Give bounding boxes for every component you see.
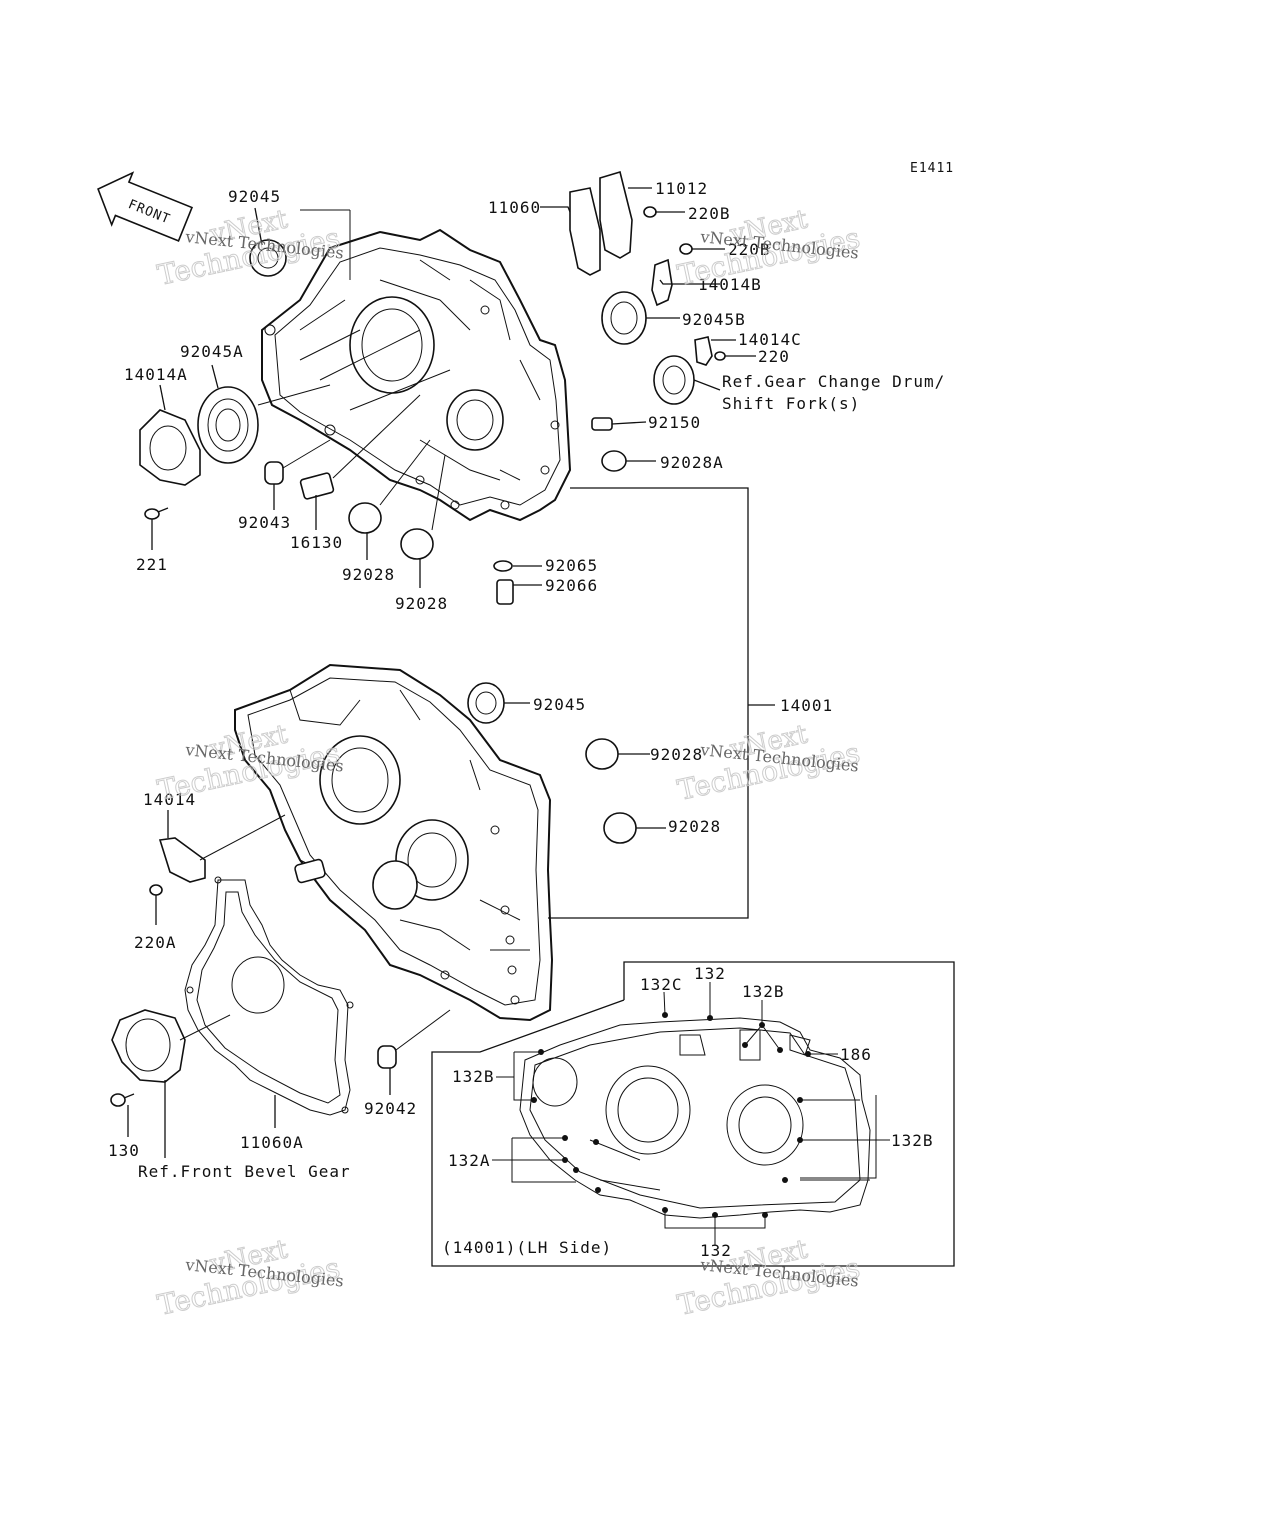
bolt-221: [144, 507, 169, 520]
bearing-92045-mid: [467, 682, 505, 724]
label-92028-d: 92028: [668, 817, 721, 836]
label-92045b: 92045B: [682, 310, 746, 329]
bolt-220b-2: [679, 243, 693, 255]
label-221: 221: [136, 555, 168, 574]
leader-lines: [127, 187, 775, 1158]
bolt-130: [110, 1093, 135, 1107]
gasket-11060: [569, 187, 601, 276]
bolt-220a: [149, 884, 163, 896]
inset-caption: (14001)(LH Side): [442, 1238, 612, 1257]
label-92150: 92150: [648, 413, 701, 432]
bearing-92045b: [601, 291, 647, 345]
label-14014a: 14014A: [124, 365, 188, 384]
label-ref-front-bevel: Ref.Front Bevel Gear: [138, 1162, 351, 1181]
label-92045-top: 92045: [228, 187, 281, 206]
label-92045a: 92045A: [180, 342, 244, 361]
label-92028-b: 92028: [395, 594, 448, 613]
washer-92065: [493, 560, 513, 572]
label-14014b: 14014B: [698, 275, 762, 294]
plug-92066: [496, 579, 514, 605]
bushing-92028-a: [348, 502, 382, 534]
bracket-14014: [158, 837, 206, 883]
inset-label-132c: 132C: [640, 975, 683, 994]
label-130: 130: [108, 1141, 140, 1160]
label-11012: 11012: [655, 179, 708, 198]
label-11060a: 11060A: [240, 1133, 304, 1152]
bearing-92045-top: [249, 239, 287, 277]
fitting-16130: [299, 472, 335, 500]
gasket-11060a: [184, 876, 354, 1116]
inset-label-132-bottom: 132: [700, 1241, 732, 1260]
label-220b-1: 220B: [688, 204, 731, 223]
label-ref-gear-change-2: Shift Fork(s): [722, 394, 860, 413]
label-92028-c: 92028: [650, 745, 703, 764]
bushing-92028-c: [585, 738, 619, 770]
bolt-220b-1: [643, 206, 657, 218]
cover-14014a: [139, 409, 201, 486]
part-labels: 92045 11060 11012 220B 220B 14014B 92045…: [108, 179, 945, 1181]
plate-11012: [599, 170, 633, 259]
lower-crankcase: [234, 663, 554, 1022]
label-92028-a: 92028: [342, 565, 395, 584]
label-92042: 92042: [364, 1099, 417, 1118]
label-16130: 16130: [290, 533, 343, 552]
label-220b-2: 220B: [728, 240, 771, 259]
label-92045-mid: 92045: [533, 695, 586, 714]
label-14001: 14001: [780, 696, 833, 715]
upper-crankcase: [261, 228, 572, 522]
inset-lh-side: 132C 132 132B 186 132B 132B 132A 132 (14…: [431, 961, 955, 1267]
bushing-92028-d: [603, 812, 637, 844]
dowel-92043: [264, 461, 284, 485]
label-92028a: 92028A: [660, 453, 724, 472]
label-220a: 220A: [134, 933, 177, 952]
inset-label-132-top: 132: [694, 964, 726, 983]
watermarks: vNext Technologies vNext Technologies vN…: [154, 204, 863, 1322]
label-14014: 14014: [143, 790, 196, 809]
bearing-92045a: [197, 386, 259, 464]
label-92043: 92043: [238, 513, 291, 532]
front-arrow-icon: FRONT: [97, 171, 194, 242]
label-11060: 11060: [488, 198, 541, 217]
bushing-92028-b: [400, 528, 434, 560]
inset-label-132b-left: 132B: [452, 1067, 495, 1086]
inset-label-186: 186: [840, 1045, 872, 1064]
bolt-92150: [591, 417, 613, 431]
inset-label-132b-top: 132B: [742, 982, 785, 1001]
bearing-gear-change: [653, 355, 695, 405]
label-92066: 92066: [545, 576, 598, 595]
bushing-92028a: [601, 450, 627, 472]
diagram-code: E1411: [910, 161, 954, 176]
label-220: 220: [758, 347, 790, 366]
label-ref-gear-change-1: Ref.Gear Change Drum/: [722, 372, 945, 391]
inset-label-132a: 132A: [448, 1151, 491, 1170]
bolt-220: [714, 351, 726, 361]
dowel-92042: [377, 1045, 397, 1069]
bracket-14014c: [694, 336, 713, 366]
label-14014c: 14014C: [738, 330, 802, 349]
inset-label-132b-right: 132B: [891, 1131, 934, 1150]
front-bevel-gear-housing: [111, 1009, 186, 1083]
label-92065: 92065: [545, 556, 598, 575]
